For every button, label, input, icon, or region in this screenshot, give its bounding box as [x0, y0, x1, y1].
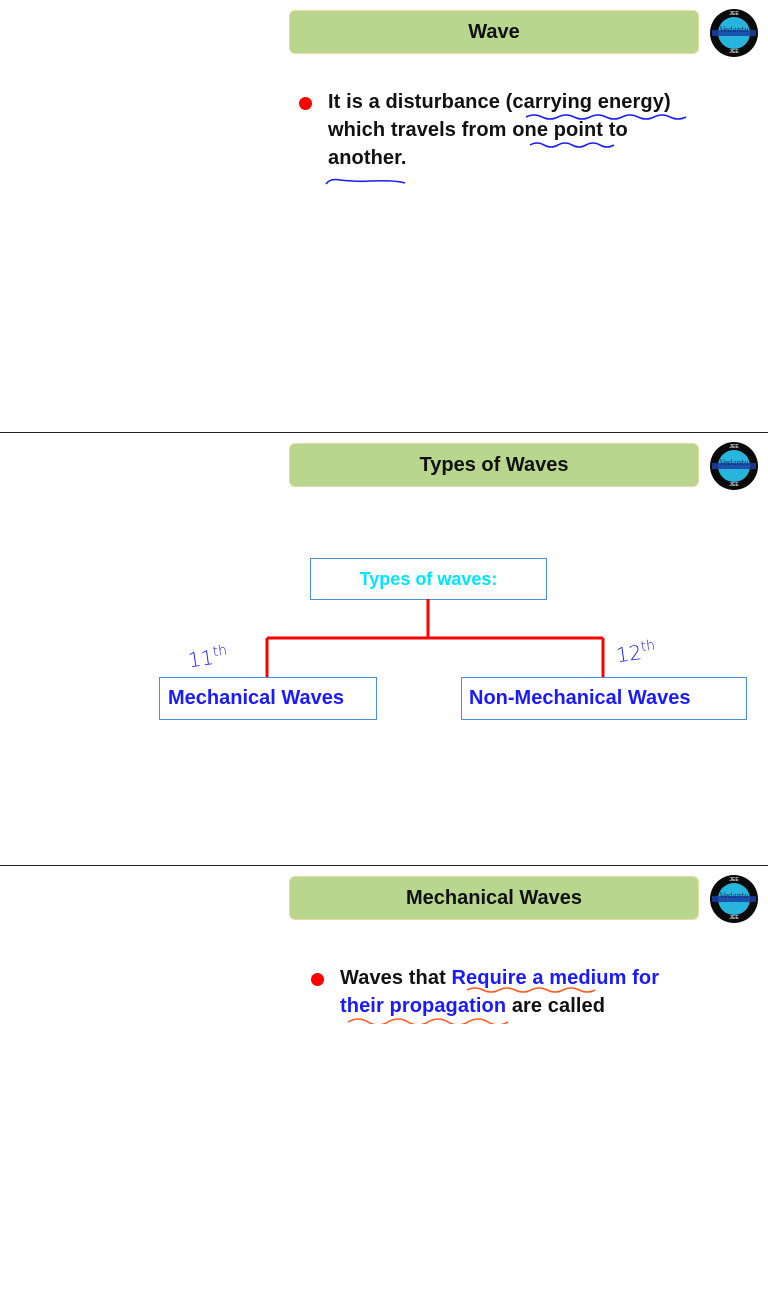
- text: which travels from: [328, 119, 513, 141]
- logo-brand-text: Vedantu: [719, 26, 749, 34]
- highlight-text: Require a medium for: [451, 967, 660, 989]
- logo-top-text: JEE: [729, 11, 739, 17]
- vedantu-logo-icon: JEE Vedantu JEE: [710, 442, 758, 490]
- highlight-text: their propagation: [340, 995, 507, 1017]
- logo-bottom-text: JEE: [729, 915, 739, 921]
- slide-title: Types of Waves: [289, 443, 699, 487]
- text: Waves that: [340, 967, 452, 989]
- bullet-icon: [299, 97, 312, 110]
- logo-bottom-text: JEE: [729, 482, 739, 488]
- slide-divider: [0, 432, 768, 433]
- slide-mechanical-waves: Mechanical Waves JEE Vedantu JEE Waves t…: [0, 866, 768, 1298]
- text: are called: [506, 995, 606, 1017]
- handwritten-note-11th: 11th: [186, 642, 229, 673]
- root-node: Types of waves:: [310, 558, 547, 600]
- bullet-icon: [311, 973, 324, 986]
- logo-top-text: JEE: [729, 444, 739, 450]
- slide-divider: [0, 865, 768, 866]
- logo-brand-text: Vedantu: [719, 459, 749, 467]
- text: one point to: [512, 119, 628, 141]
- non-mechanical-waves-node: Non-Mechanical Waves: [461, 677, 747, 720]
- text: another.: [328, 147, 407, 169]
- slide-title: Wave: [289, 10, 699, 54]
- slide-title: Mechanical Waves: [289, 876, 699, 920]
- logo-brand-text: Vedantu: [719, 892, 749, 900]
- slide-wave: Wave JEE Vedantu JEE It is a disturbance…: [0, 0, 768, 432]
- bullet-text: It is a disturbance (carrying energy) wh…: [328, 88, 671, 172]
- text: (carrying energy): [505, 91, 671, 113]
- bullet-text: Waves that Require a medium for their pr…: [340, 964, 659, 1020]
- slide-types-of-waves: Types of Waves JEE Vedantu JEE Types of …: [0, 433, 768, 865]
- logo-bottom-text: JEE: [729, 49, 739, 55]
- mechanical-waves-node: Mechanical Waves: [159, 677, 377, 720]
- handwritten-note-12th: 12th: [614, 637, 657, 668]
- vedantu-logo-icon: JEE Vedantu JEE: [710, 875, 758, 923]
- text: It is a disturbance: [328, 91, 506, 113]
- vedantu-logo-icon: JEE Vedantu JEE: [710, 9, 758, 57]
- logo-top-text: JEE: [729, 877, 739, 883]
